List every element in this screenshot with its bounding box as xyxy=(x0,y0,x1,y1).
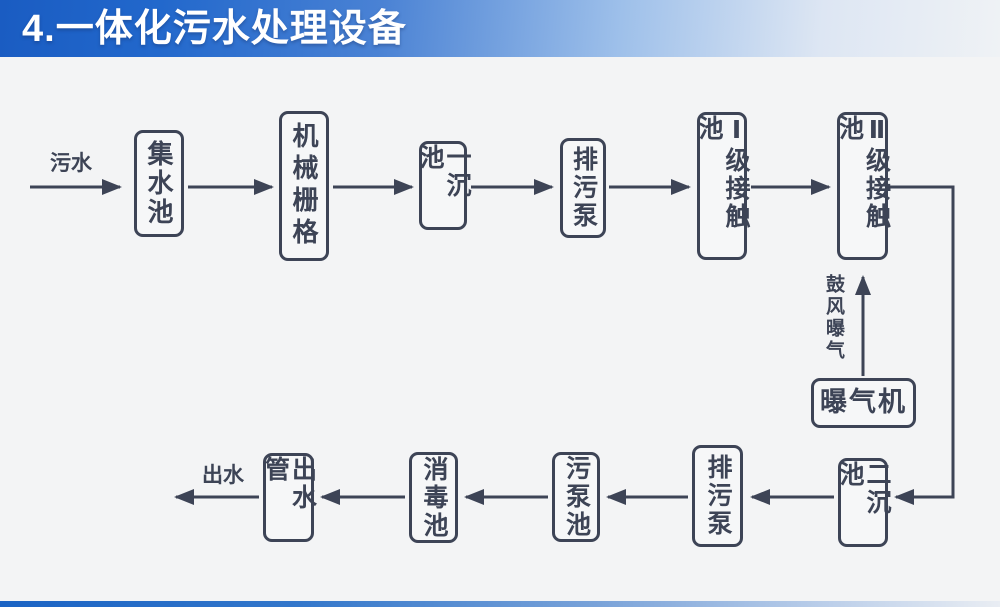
bottom-accent-bar xyxy=(0,601,1000,607)
box-mechanical-screen: 机械栅格 xyxy=(279,111,329,261)
box-stage2-contact-tank: Ⅱ级接触池 xyxy=(836,112,891,260)
label-blast-aeration: 鼓风曝气 xyxy=(823,274,844,362)
label-influent: 污水 xyxy=(50,152,92,175)
label-effluent: 出水 xyxy=(202,464,244,487)
box-sewage-pump-top: 排污泵 xyxy=(560,138,606,238)
box-primary-sedimentation-tank: 一沉池 xyxy=(416,141,471,230)
box-water-collection-tank: 集水池 xyxy=(134,130,184,237)
box-aerator: 曝气机 xyxy=(811,378,916,428)
box-outlet-pipe: 出水管 xyxy=(262,453,317,542)
box-sewage-pump-bottom: 排污泵 xyxy=(692,445,743,547)
page-title: 4.一体化污水处理设备 xyxy=(22,7,407,50)
box-secondary-sedimentation-tank: 二沉池 xyxy=(836,458,891,547)
connector-stage2-to-secondary-sed xyxy=(888,185,955,505)
box-disinfection-tank: 消毒池 xyxy=(409,452,458,543)
box-stage1-contact-tank: Ⅰ级接触池 xyxy=(695,112,750,260)
slide-title-bar: 4.一体化污水处理设备 xyxy=(0,0,1000,57)
box-sludge-pump-tank: 污泵池 xyxy=(552,452,600,542)
